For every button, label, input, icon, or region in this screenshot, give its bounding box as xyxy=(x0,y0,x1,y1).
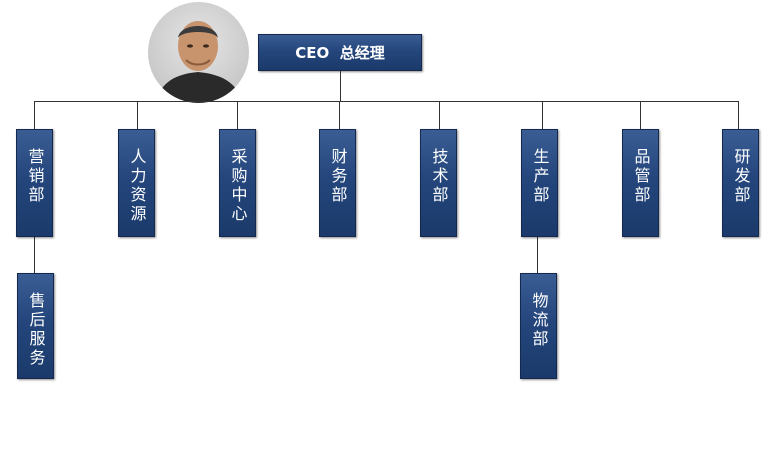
ceo-box: CEO 总经理 xyxy=(258,34,422,71)
dept-after-sales: 售后服务 xyxy=(17,273,54,379)
dept-label: 营销部 xyxy=(25,148,45,205)
sub-branch-line xyxy=(34,236,35,274)
dept-label: 品管部 xyxy=(631,148,651,205)
branch-line xyxy=(542,101,543,129)
ceo-title: CEO 总经理 xyxy=(295,44,385,62)
branch-line xyxy=(439,101,440,129)
branch-line xyxy=(34,101,35,129)
dept-rnd: 研发部 xyxy=(722,129,759,237)
branch-line xyxy=(339,101,340,129)
dept-logistics: 物流部 xyxy=(520,273,557,379)
dept-hr: 人力资源 xyxy=(118,129,155,237)
ceo-connector xyxy=(340,71,341,102)
branch-line xyxy=(640,101,641,129)
ceo-avatar xyxy=(148,2,249,103)
dept-label: 人力资源 xyxy=(127,148,147,224)
branch-line xyxy=(137,101,138,129)
dept-label: 生产部 xyxy=(530,148,550,205)
dept-finance: 财务部 xyxy=(319,129,356,237)
dept-label: 研发部 xyxy=(731,148,751,205)
dept-marketing: 营销部 xyxy=(16,129,53,237)
dept-label: 财务部 xyxy=(328,148,348,205)
dept-quality: 品管部 xyxy=(622,129,659,237)
dept-technology: 技术部 xyxy=(420,129,457,237)
dept-label: 采购中心 xyxy=(228,148,248,224)
dept-purchasing: 采购中心 xyxy=(219,129,256,237)
horizontal-connector xyxy=(34,101,739,102)
dept-label: 技术部 xyxy=(429,148,449,205)
branch-line xyxy=(237,101,238,129)
dept-label: 售后服务 xyxy=(26,292,46,368)
sub-branch-line xyxy=(537,236,538,274)
dept-production: 生产部 xyxy=(521,129,558,237)
branch-line xyxy=(738,101,739,129)
dept-label: 物流部 xyxy=(529,292,549,349)
